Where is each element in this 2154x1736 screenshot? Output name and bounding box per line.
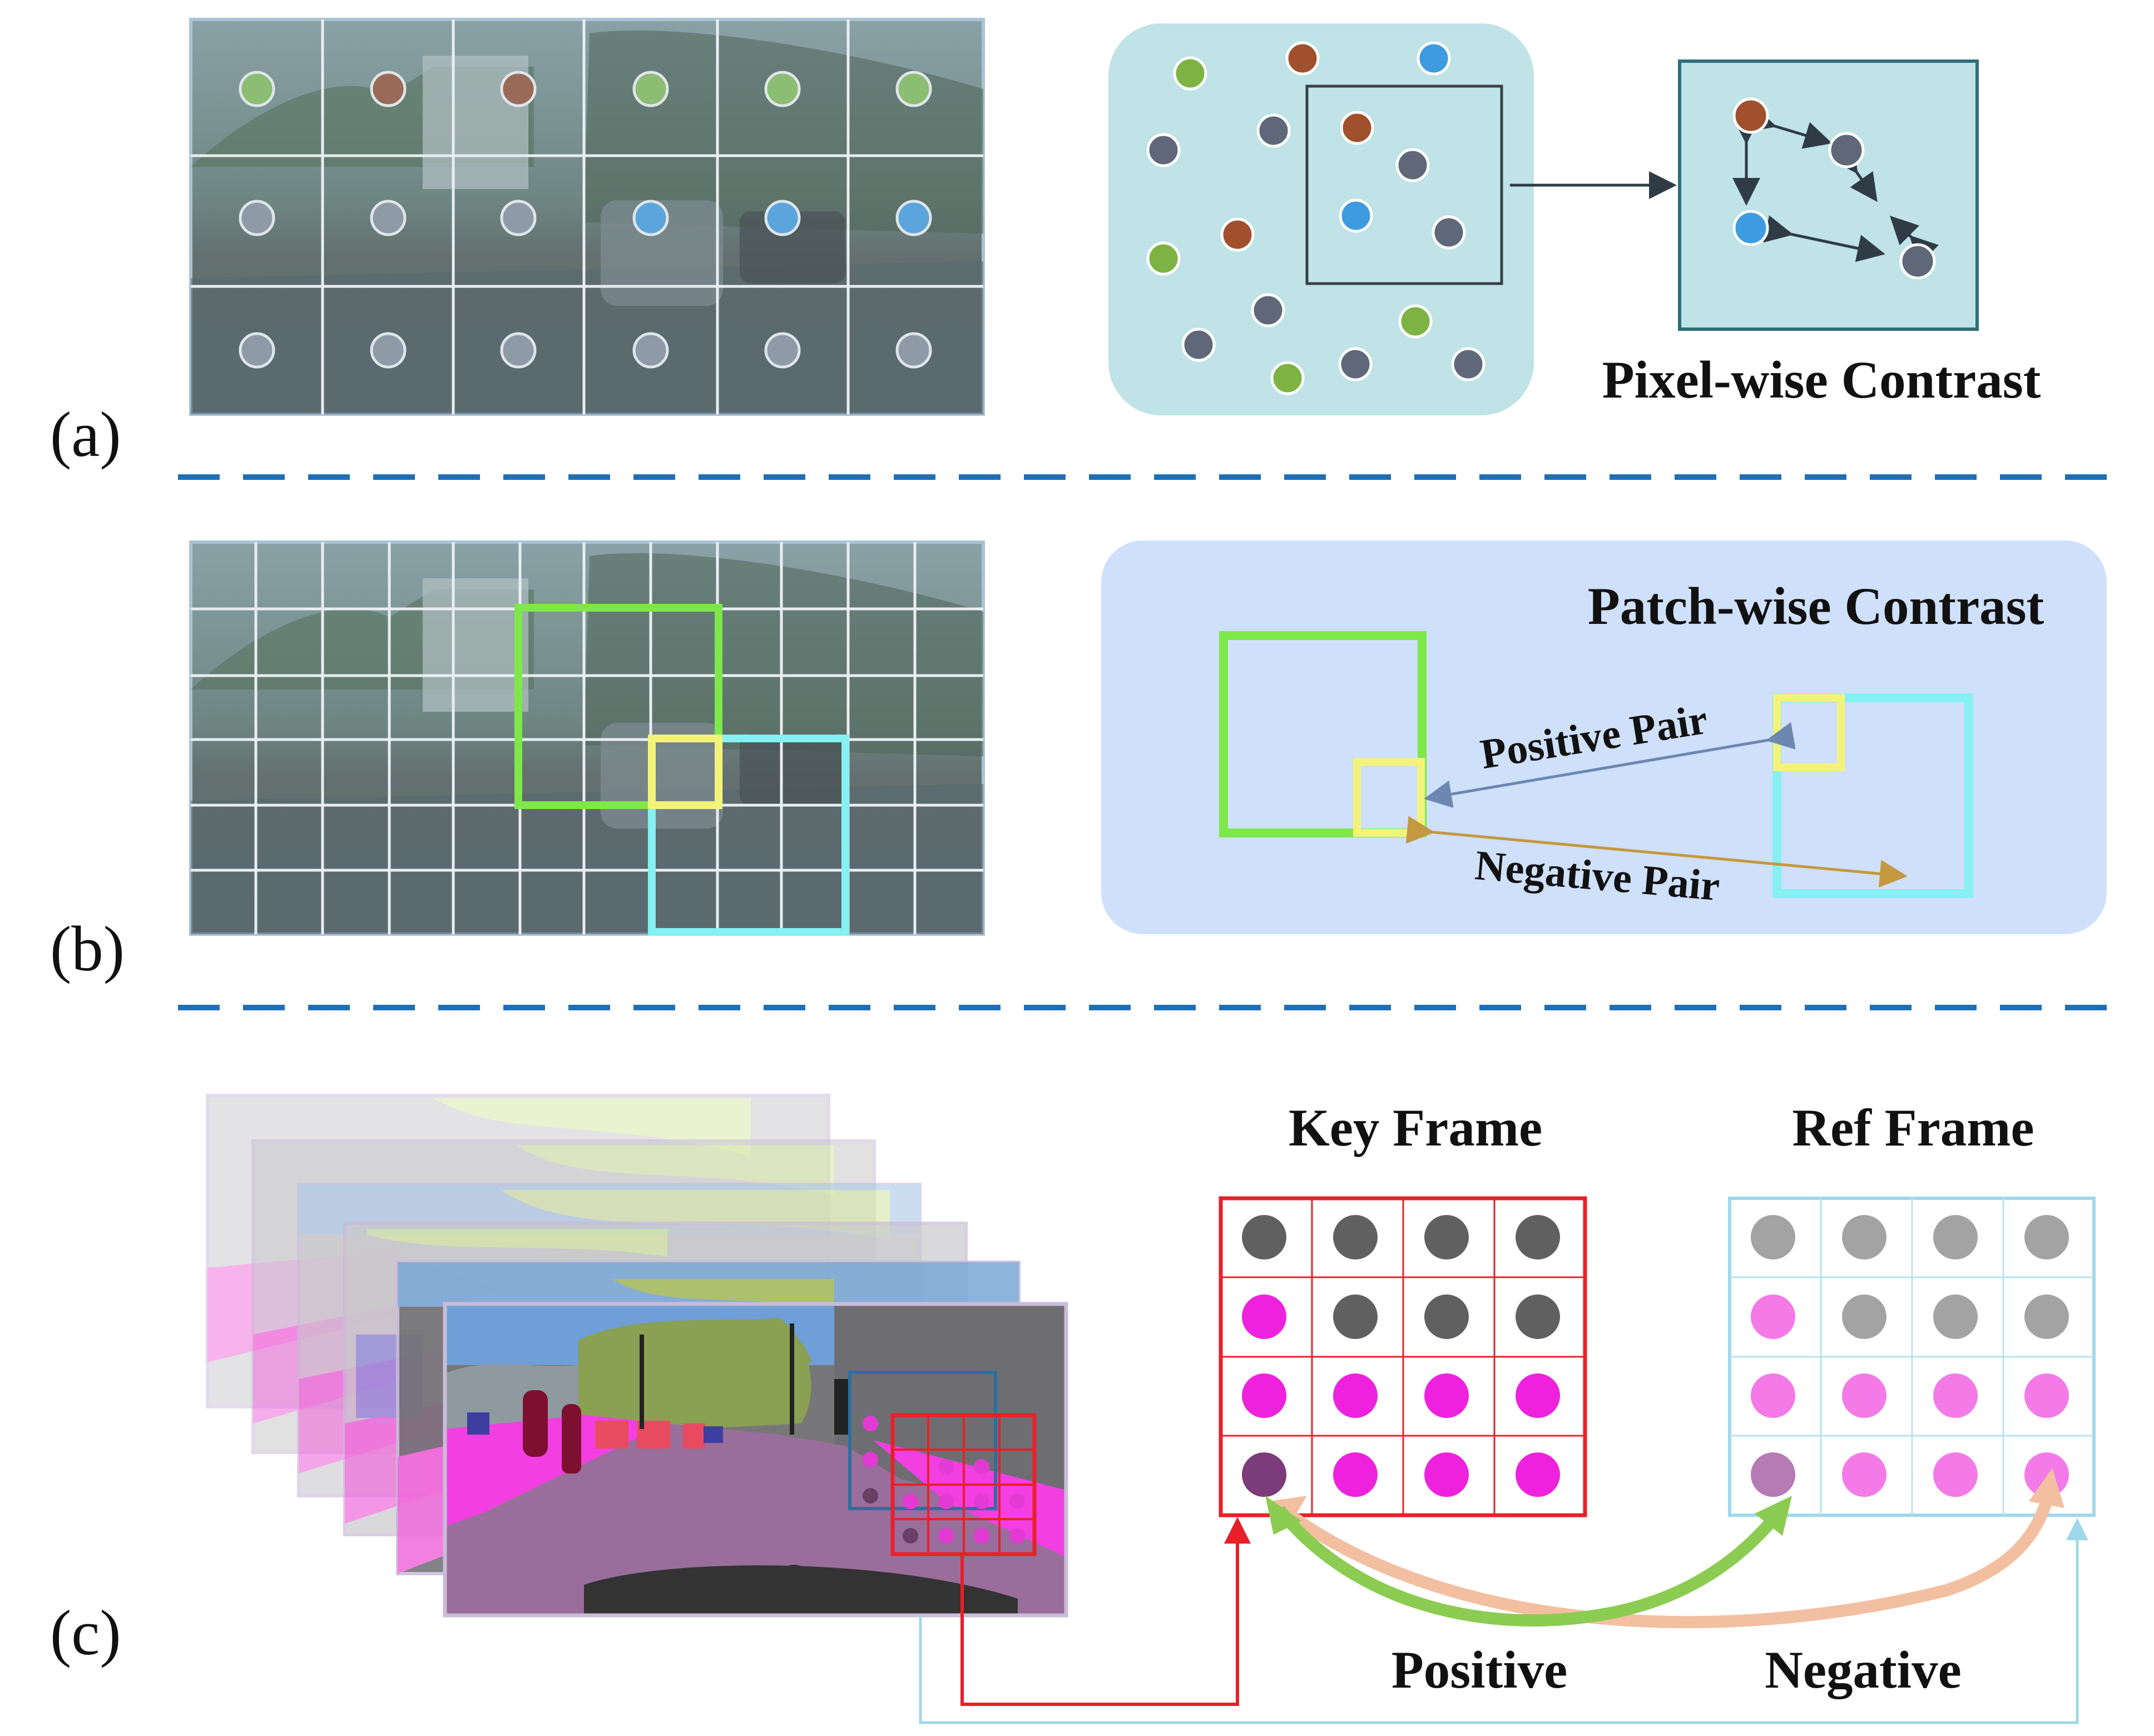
front-segmentation-frame	[443, 1302, 1068, 1618]
patch-wise-title: Patch-wise Contrast	[1588, 577, 2044, 636]
pixel-wise-title: Pixel-wise Contrast	[1602, 350, 2041, 409]
street-image-a	[189, 18, 985, 416]
key-connector	[960, 1517, 1251, 1706]
panel-a: Pixel-wise Contrast (a)	[50, 18, 2041, 470]
ref-frame-title: Ref Frame	[1792, 1098, 2034, 1157]
panel-b: Patch-wise Contrast Positive Pair Negati…	[50, 540, 2107, 984]
panel-label-a: (a)	[50, 399, 121, 470]
pixel-zoom-box	[1678, 59, 1979, 331]
segmentation-frame-stack	[206, 1094, 1068, 1618]
ref-connector	[919, 1518, 2088, 1724]
patch-feature-space	[1101, 540, 2107, 934]
negative-arrow	[1275, 1499, 2053, 1629]
key-frame-title: Key Frame	[1289, 1098, 1542, 1157]
street-image-b	[189, 540, 985, 936]
pixel-feature-space	[1108, 23, 1534, 415]
panel-label-b: (b)	[50, 914, 125, 984]
ref-frame-grid	[1728, 1197, 2096, 1517]
negative-label: Negative	[1765, 1640, 1961, 1699]
positive-label: Positive	[1392, 1640, 1568, 1699]
key-frame-grid	[1219, 1196, 1587, 1517]
panel-label-c: (c)	[50, 1598, 121, 1668]
key-patch-on-frame	[863, 1413, 1037, 1556]
panel-c: Key Frame Ref Frame Positive Negative (c…	[50, 1094, 2096, 1724]
positive-arrow	[1274, 1506, 1779, 1627]
